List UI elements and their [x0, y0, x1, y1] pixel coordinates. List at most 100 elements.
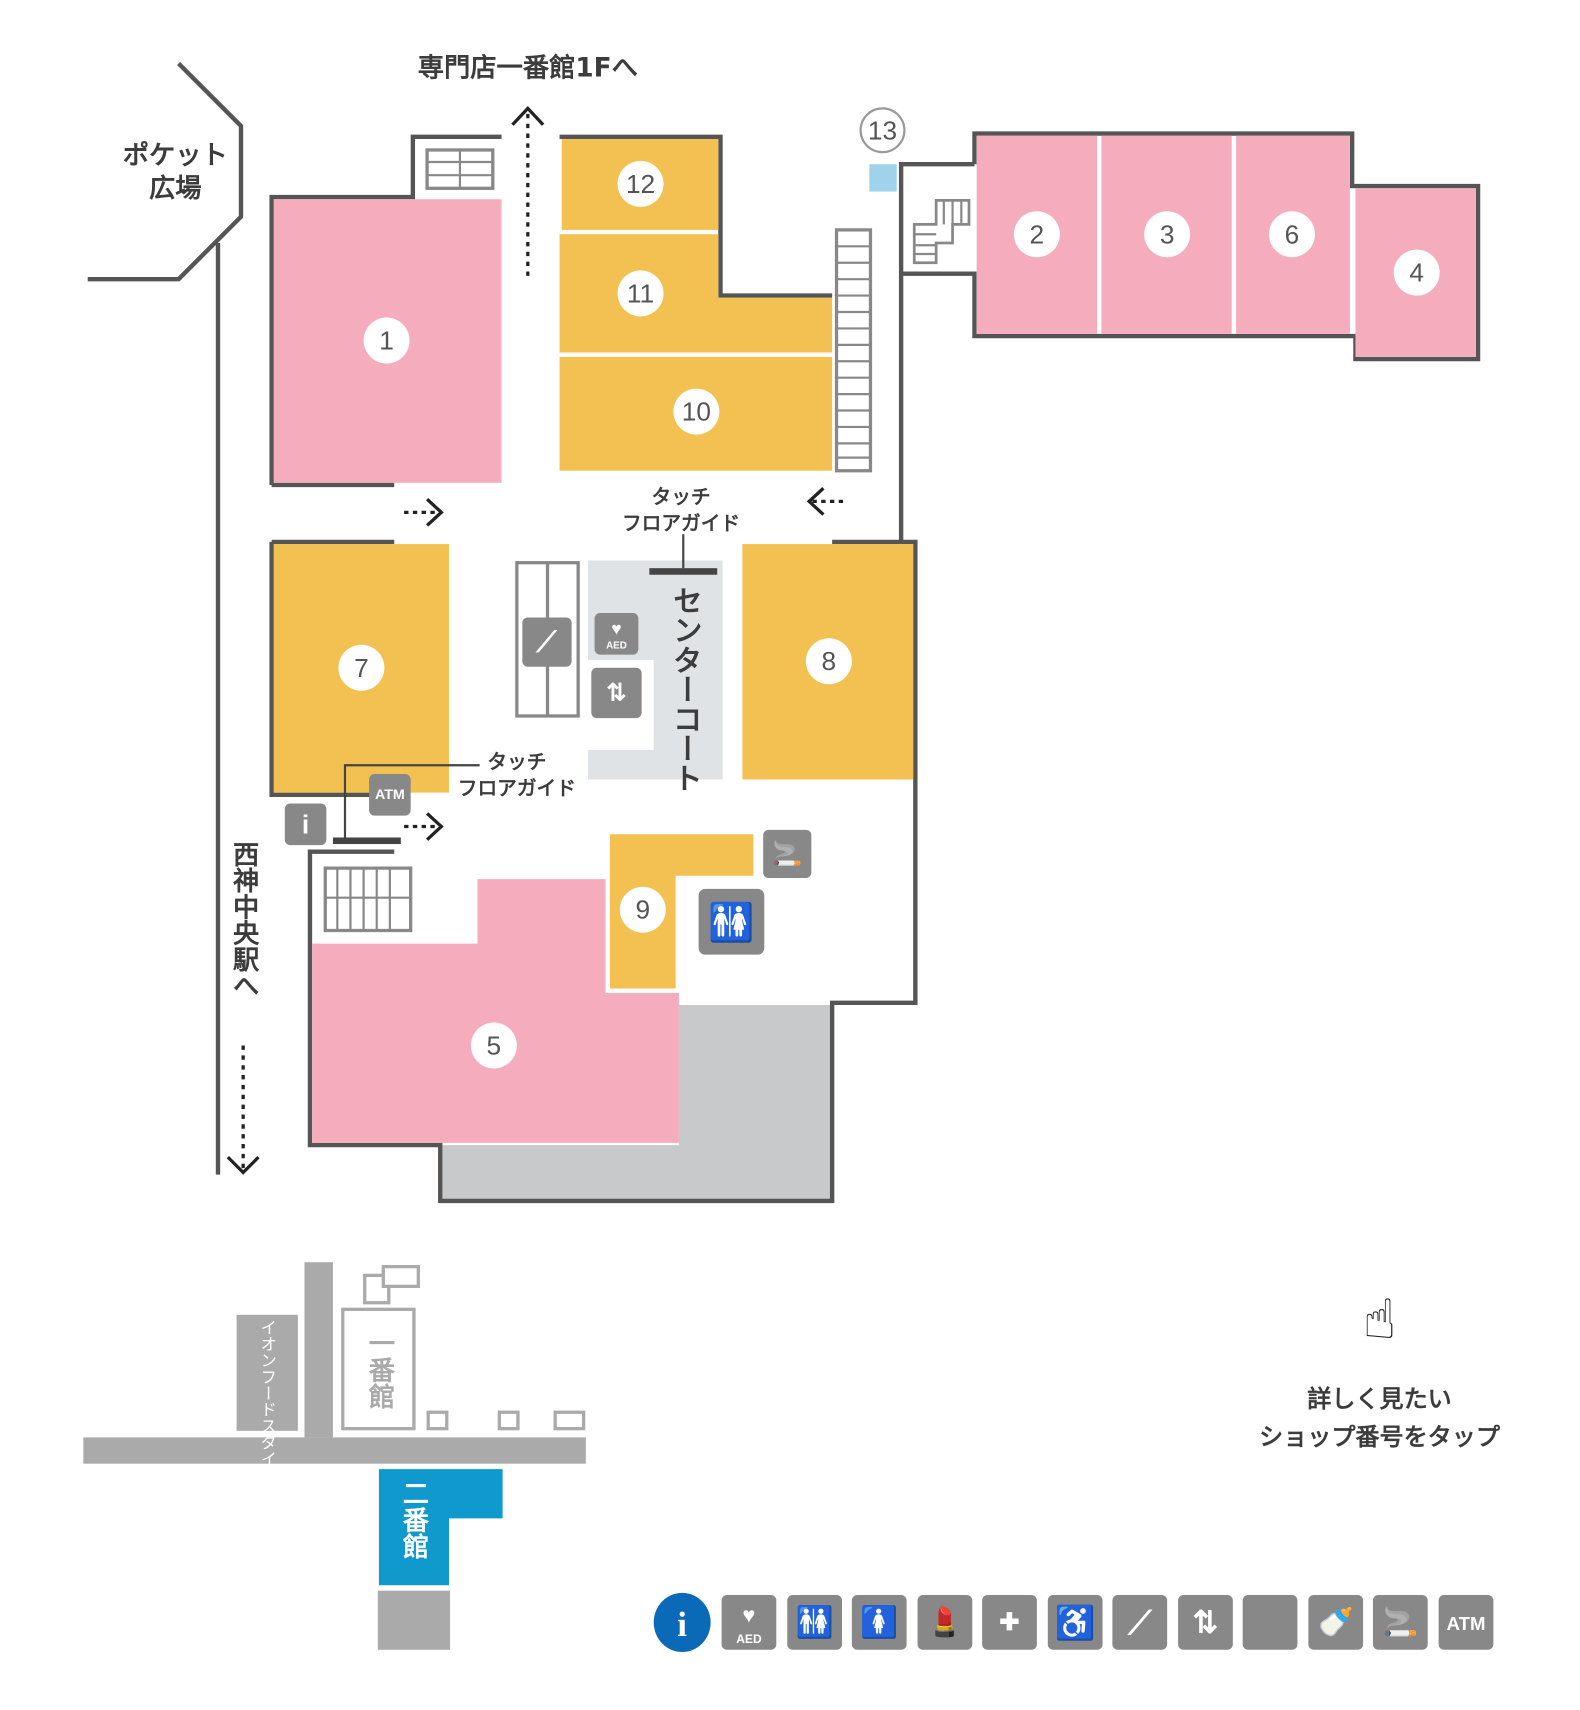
shop-5[interactable]: 5	[312, 879, 679, 1143]
elevator-icon: ⇅	[1178, 1595, 1233, 1650]
svg-text:♥: ♥	[742, 1602, 755, 1627]
shop-number: 10	[682, 397, 711, 427]
smoking-area-icon: 🚬	[1372, 1595, 1428, 1650]
shop-number: 6	[1285, 219, 1300, 249]
arrow-right-dotted	[404, 812, 444, 841]
shop-number: 11	[627, 278, 654, 308]
svg-text:ATM: ATM	[375, 787, 405, 803]
svg-text:💄: 💄	[927, 1604, 962, 1638]
shop-number: 8	[822, 646, 837, 676]
building-2	[378, 1469, 503, 1586]
legend: i ♥ AED 🚻 🚺 💄 ✚ ♿ ⟋ ⇅ P 🍼 🚬 ATM	[653, 1592, 1494, 1652]
svg-text:♥: ♥	[611, 618, 621, 638]
touch-guide-label: タッチ	[487, 751, 546, 774]
building-wall-w	[269, 482, 395, 797]
svg-text:i: i	[677, 1605, 687, 1644]
shop-9[interactable]: 9	[609, 834, 754, 989]
svg-text:🚺: 🚺	[860, 1604, 898, 1639]
restroom-icon: 🚻	[698, 888, 765, 955]
tap-hint-label: ショップ番号をタップ	[1259, 1423, 1501, 1451]
svg-text:ATM: ATM	[1447, 1613, 1486, 1634]
shop-number: 5	[487, 1030, 502, 1060]
arrow-left-dotted	[806, 487, 845, 516]
pocket-plaza-label-2: 広場	[149, 173, 202, 204]
shop-12[interactable]: 12	[561, 139, 719, 230]
touch-floor-guide-kiosk[interactable]	[649, 568, 718, 575]
smoking-area-icon: 🚬	[763, 829, 812, 878]
shop-10[interactable]: 10	[559, 356, 833, 471]
shop-number: 13	[868, 115, 897, 145]
womens-restroom-icon: 🚺	[851, 1595, 907, 1650]
arrow-right-dotted	[404, 497, 444, 527]
shop-11[interactable]: 11	[559, 234, 833, 353]
shop-8[interactable]: 8	[742, 544, 914, 780]
touch-guide-label: タッチ	[652, 486, 711, 509]
center-court-label: センターコート	[668, 586, 702, 793]
shop-number: 12	[626, 169, 655, 199]
svg-text:AED: AED	[736, 1632, 762, 1646]
shop-number: 1	[379, 325, 394, 355]
building-wall-e	[898, 162, 975, 542]
info-icon: i	[284, 803, 327, 846]
building-wall-east-wing	[901, 131, 1481, 362]
building-1	[341, 1307, 416, 1431]
parking-ticket-icon: P	[1242, 1595, 1298, 1650]
touch-guide-label: フロアガイド	[622, 512, 740, 535]
svg-text:⟋: ⟋	[1126, 1604, 1153, 1641]
building-wall	[307, 539, 918, 1204]
atm-icon: ATM	[1438, 1595, 1494, 1650]
aed-icon: ♥ AED	[721, 1595, 777, 1650]
svg-text:⇅: ⇅	[1193, 1605, 1219, 1639]
shop-1[interactable]: 1	[273, 199, 502, 483]
elevator-icon: ⇅	[591, 667, 642, 719]
stairs-icon	[425, 148, 495, 190]
svg-text:P: P	[1265, 1623, 1274, 1639]
svg-text:🚻: 🚻	[796, 1604, 834, 1639]
shop-number: 9	[635, 895, 650, 925]
road	[83, 1437, 586, 1464]
shop-4[interactable]: 4	[1355, 188, 1476, 357]
svg-text:⟋: ⟋	[534, 627, 557, 659]
shop-7[interactable]: 7	[273, 544, 449, 793]
touch-floor-guide-kiosk[interactable]	[332, 837, 401, 845]
svg-text:✚: ✚	[999, 1609, 1019, 1636]
mini-map: イオンフードスタイル 一番館 二番館	[83, 1262, 586, 1650]
shop-6[interactable]: 6	[1236, 135, 1350, 334]
escalator-icon: ⟋	[522, 617, 572, 667]
aeon-food-style-building	[236, 1314, 298, 1431]
aeon-food-style-label: イオンフードスタイル	[258, 1319, 277, 1483]
svg-text:🚬: 🚬	[772, 839, 802, 867]
building-1-label: 一番館	[364, 1330, 395, 1409]
to-annex-1f-label: 専門店一番館1Fへ	[418, 53, 638, 84]
shop-2[interactable]: 2	[976, 135, 1098, 334]
pocket-plaza-outline	[87, 61, 244, 282]
svg-text:🚬: 🚬	[1383, 1605, 1418, 1638]
info-icon: i	[653, 1592, 711, 1652]
tap-hint-label: 詳しく見たい	[1307, 1385, 1451, 1413]
stairs-icon	[834, 228, 873, 473]
arrow-up-dotted	[511, 105, 545, 276]
shop-number: 2	[1030, 219, 1045, 249]
svg-text:⇅: ⇅	[606, 679, 626, 706]
touch-guide-label: フロアガイド	[458, 777, 576, 800]
powder-room-icon: 💄	[917, 1595, 973, 1650]
building-wall-nw	[269, 134, 502, 485]
pocket-plaza-label: ポケット	[123, 140, 228, 171]
pointing-hand-icon: ☝	[1363, 1287, 1396, 1351]
stairs-icon	[323, 866, 413, 933]
svg-text:🍼: 🍼	[1318, 1605, 1353, 1638]
shop-3[interactable]: 3	[1101, 135, 1232, 334]
restroom-icon: 🚻	[787, 1595, 843, 1650]
nursing-room-icon: ✚	[982, 1595, 1037, 1650]
wheelchair-icon: ♿	[1047, 1595, 1103, 1650]
shop-number: 7	[354, 653, 369, 683]
svg-text:🚻: 🚻	[708, 901, 754, 944]
svg-text:♿: ♿	[1055, 1604, 1096, 1642]
service-area	[440, 1004, 833, 1201]
shop-13[interactable]: 13	[859, 107, 906, 192]
aed-icon: ♥AED	[594, 613, 639, 655]
arrow-down-dotted	[226, 1045, 260, 1175]
baby-bottle-icon: 🍼	[1308, 1595, 1364, 1650]
atm-icon: ATM	[369, 773, 411, 816]
